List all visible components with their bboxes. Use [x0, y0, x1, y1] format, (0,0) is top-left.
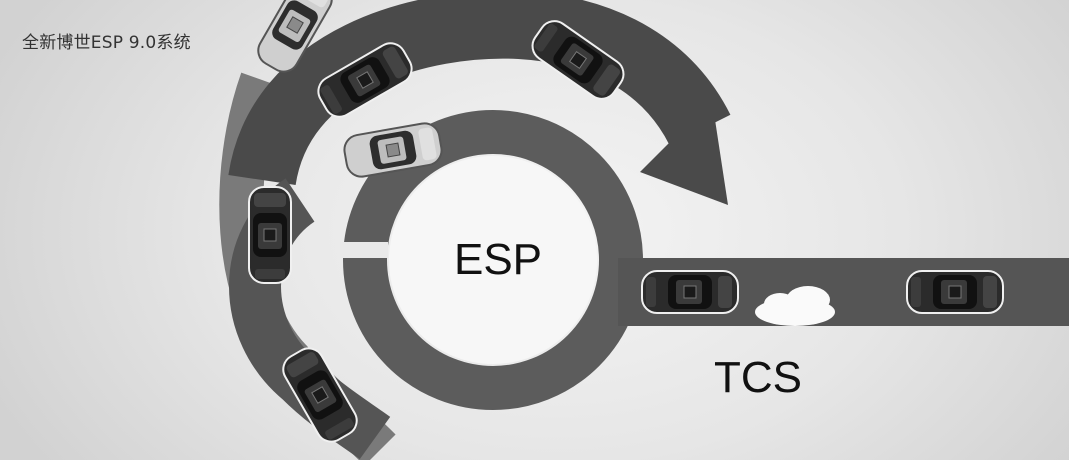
curved-track [228, 0, 731, 187]
curved-track-arrowhead [640, 100, 728, 205]
esp-label: ESP [454, 235, 542, 284]
cloud-icon [755, 286, 835, 326]
esp-ring-gap [340, 242, 388, 258]
car-icon [248, 186, 292, 284]
car-icon [906, 270, 1004, 314]
car-icon [641, 270, 739, 314]
caption-title: 全新博世ESP 9.0系统 [22, 33, 191, 53]
tcs-label: TCS [714, 353, 802, 402]
esp-ring-inner [389, 156, 597, 364]
